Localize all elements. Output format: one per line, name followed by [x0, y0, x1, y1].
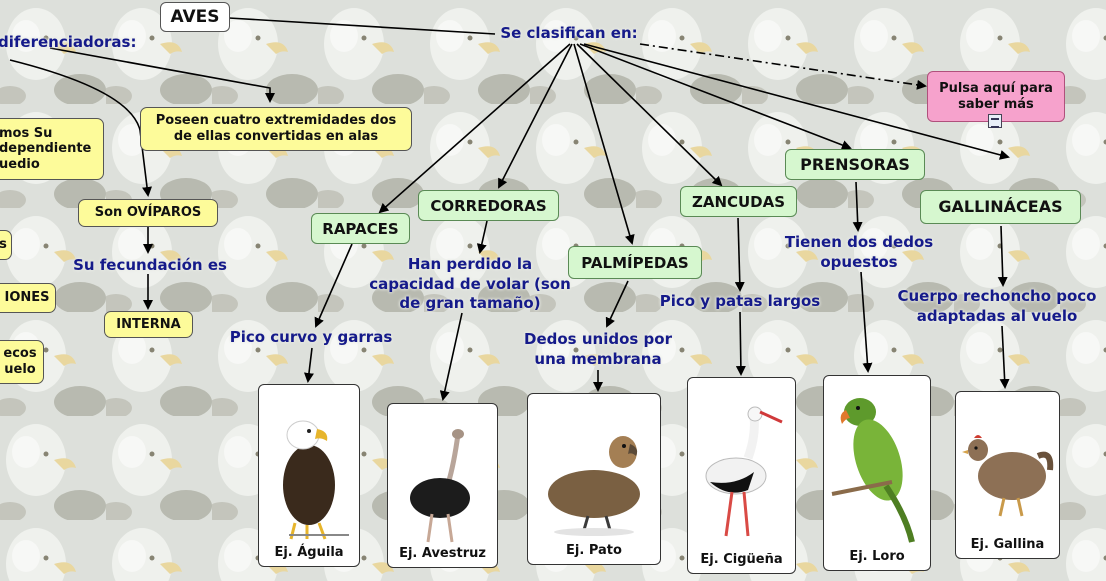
edge-corredoras-example: [439, 312, 463, 401]
example-caption: Ej. Pato: [566, 543, 622, 558]
trait-gallinaceas: Cuerpo rechoncho poco adaptadas al vuelo: [897, 287, 1097, 325]
label-se-clasifican: Se clasifican en:: [500, 24, 638, 42]
example-card-loro: Ej. Loro: [823, 375, 931, 571]
label-fecundacion: Su fecundación es: [73, 256, 227, 274]
edge-aves-clasifican: [228, 17, 496, 35]
edge-prensoras-example: [860, 271, 873, 373]
parrot-image: [831, 398, 915, 543]
eagle-image: [283, 420, 349, 540]
hen-image: [962, 435, 1054, 517]
edge-rapaces-example: [303, 347, 314, 383]
category-zancudas: ZANCUDAS: [680, 186, 797, 217]
duck-image: [548, 436, 640, 536]
example-caption: Ej. Águila: [274, 545, 344, 560]
edge-gallinaceas-trait: [997, 225, 1008, 287]
example-caption: Ej. Gallina: [970, 537, 1045, 552]
edge-rapaces-trait: [314, 243, 353, 328]
edge-dif-oviparos: [9, 59, 152, 197]
edge-to-zancudas: [576, 43, 723, 187]
example-card-pato: Ej. Pato: [527, 393, 661, 565]
edge-palmipedas-trait: [605, 280, 629, 328]
stork-image: [705, 406, 783, 537]
partial-box-1: mos Su dependiente uedio: [0, 118, 104, 180]
edge-prensoras-trait: [852, 181, 863, 232]
example-card-aguila: Ej. Águila: [258, 384, 360, 567]
edge-to-gallinaceas: [583, 43, 1010, 160]
partial-box-2: s: [0, 230, 12, 260]
edge-zancudas-trait: [734, 217, 745, 292]
category-rapaces: RAPACES: [311, 213, 410, 244]
trait-zancudas: Pico y patas largos: [659, 292, 821, 310]
category-corredoras: CORREDORAS: [418, 190, 559, 221]
example-card-avestruz: Ej. Avestruz: [387, 403, 498, 568]
trait-corredoras: Han perdido la capacidad de volar (son d…: [369, 255, 571, 312]
example-card-gallina: Ej. Gallina: [955, 391, 1060, 559]
root-aves-node: AVES: [160, 2, 230, 32]
edge-zancudas-example: [735, 311, 746, 376]
external-link-icon[interactable]: [988, 114, 1002, 128]
oviparos-box: Son OVÍPAROS: [78, 199, 218, 227]
interna-box: INTERNA: [104, 311, 193, 338]
example-card-ciguena: Ej. Cigüeña: [687, 377, 796, 574]
extremidades-box: Poseen cuatro extremidades dos de ellas …: [140, 107, 412, 151]
edge-to-corredoras: [498, 43, 573, 189]
edge-to-link: [639, 43, 927, 90]
example-caption: Ej. Avestruz: [399, 546, 486, 561]
example-caption: Ej. Loro: [849, 549, 905, 564]
trait-palmipedas: Dedos unidos por una membrana: [524, 330, 672, 368]
category-palmipedas: PALMÍPEDAS: [568, 246, 702, 279]
example-caption: Ej. Cigüeña: [700, 552, 783, 567]
edge-to-prensoras: [579, 43, 852, 150]
edge-to-rapaces: [378, 43, 571, 214]
edge-to-palmipedas: [573, 43, 635, 245]
edge-corredoras-trait: [476, 220, 488, 254]
trait-rapaces: Pico curvo y garras: [229, 328, 393, 346]
label-diferenciadoras: diferenciadoras:: [0, 33, 137, 51]
category-gallinaceas: GALLINÁCEAS: [920, 190, 1081, 224]
partial-box-3: IONES: [0, 283, 56, 313]
partial-box-4: ecos uelo: [0, 340, 44, 384]
edge-gallinaceas-example: [999, 325, 1010, 389]
category-prensoras: PRENSORAS: [785, 149, 925, 180]
ostrich-image: [410, 429, 470, 543]
edge-dif-extremidades: [49, 47, 275, 103]
trait-prensoras: Tienen dos dedos opuestos: [784, 233, 934, 271]
saber-mas-link[interactable]: Pulsa aquí para saber más: [927, 71, 1065, 122]
